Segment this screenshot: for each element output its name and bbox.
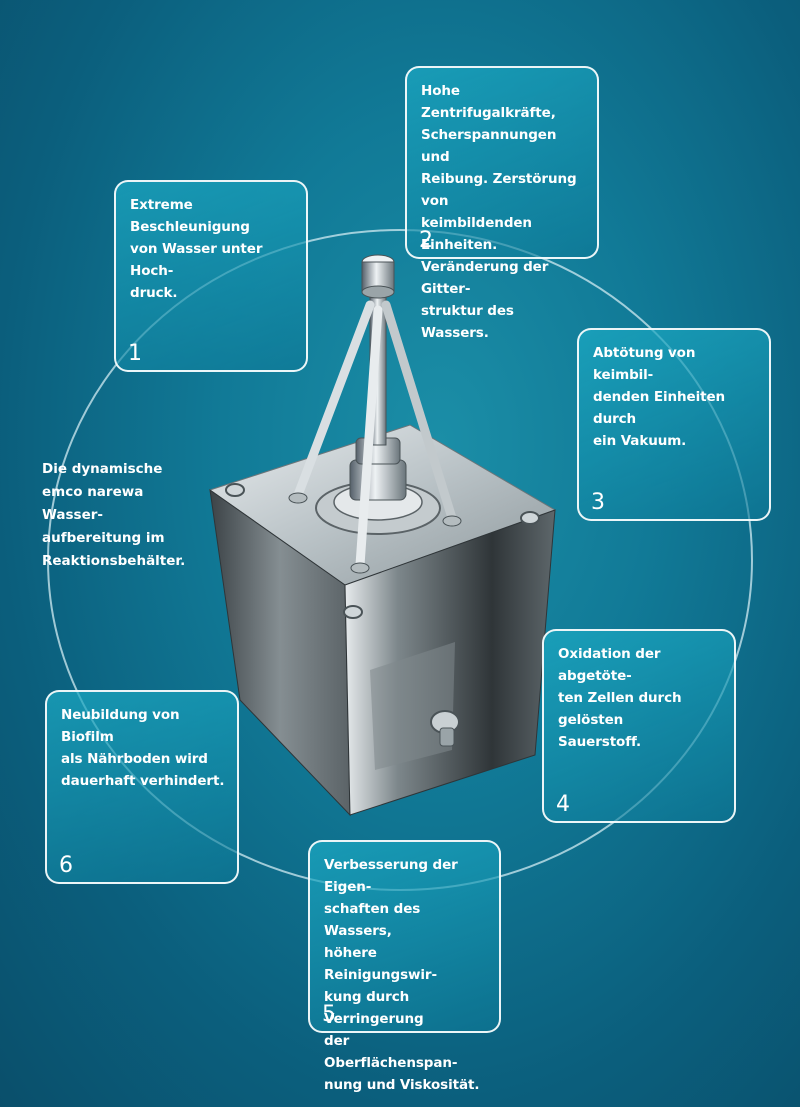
step-1-line: Extreme Beschleunigung xyxy=(130,197,250,235)
reaction-vessel-illustration xyxy=(208,254,557,817)
intro-line: Die dynamische xyxy=(42,461,163,477)
step-5-line: kung durch Verringerung xyxy=(324,989,424,1027)
step-2-line: keimbildenden Einheiten. xyxy=(421,215,532,253)
step-4-number: 4 xyxy=(556,792,570,817)
step-6-text: Neubildung von Biofilm als Nährboden wir… xyxy=(61,704,225,792)
intro-line: Reaktionsbehälter. xyxy=(42,553,186,569)
step-4-line: Sauerstoff. xyxy=(558,734,642,750)
step-2-line: Reibung. Zerstörung von xyxy=(421,171,577,209)
step-2-text: Hohe Zentrifugalkräfte, Scherspannungen … xyxy=(421,80,585,344)
step-card-2: Hohe Zentrifugalkräfte, Scherspannungen … xyxy=(405,66,599,341)
step-3-text: Abtötung von keimbil- denden Einheiten d… xyxy=(593,342,757,452)
step-6-line: Neubildung von Biofilm xyxy=(61,707,180,745)
intro-text: Die dynamische emco narewa Wasser- aufbe… xyxy=(42,458,202,573)
step-card-3: Abtötung von keimbil- denden Einheiten d… xyxy=(577,328,771,521)
step-6-number: 6 xyxy=(59,853,73,878)
intro-line: emco narewa Wasser- xyxy=(42,484,144,523)
step-4-line: Oxidation der abgetöte- xyxy=(558,646,661,684)
step-3-number: 3 xyxy=(591,490,605,515)
step-4-text: Oxidation der abgetöte- ten Zellen durch… xyxy=(558,643,722,753)
step-5-line: Verbesserung der Eigen- xyxy=(324,857,458,895)
step-1-line: druck. xyxy=(130,285,178,301)
step-5-line: nung und Viskosität. xyxy=(324,1077,480,1093)
step-5-line: höhere Reinigungswir- xyxy=(324,945,437,983)
step-card-1: Extreme Beschleunigung von Wasser unter … xyxy=(114,180,308,372)
step-2-line: Veränderung der Gitter- xyxy=(421,259,549,297)
step-5-number: 5 xyxy=(322,1002,336,1027)
step-5-line: schaften des Wassers, xyxy=(324,901,421,939)
step-3-line: Abtötung von keimbil- xyxy=(593,345,696,383)
step-card-4: Oxidation der abgetöte- ten Zellen durch… xyxy=(542,629,736,823)
step-4-line: ten Zellen durch gelösten xyxy=(558,690,682,728)
step-2-line: struktur des Wassers. xyxy=(421,303,514,341)
step-6-line: dauerhaft verhindert. xyxy=(61,773,225,789)
step-2-line: Scherspannungen und xyxy=(421,127,557,165)
step-1-line: von Wasser unter Hoch- xyxy=(130,241,263,279)
intro-line: aufbereitung im xyxy=(42,530,165,546)
step-5-line: der Oberflächenspan- xyxy=(324,1033,458,1071)
step-1-text: Extreme Beschleunigung von Wasser unter … xyxy=(130,194,294,304)
step-card-6: Neubildung von Biofilm als Nährboden wir… xyxy=(45,690,239,884)
step-3-line: ein Vakuum. xyxy=(593,433,687,449)
step-5-text: Verbesserung der Eigen- schaften des Was… xyxy=(324,854,487,1096)
step-card-5: Verbesserung der Eigen- schaften des Was… xyxy=(308,840,501,1093)
step-6-line: als Nährboden wird xyxy=(61,751,208,767)
step-2-line: Hohe Zentrifugalkräfte, xyxy=(421,83,556,121)
step-1-number: 1 xyxy=(128,341,142,366)
step-3-line: denden Einheiten durch xyxy=(593,389,726,427)
step-2-number: 2 xyxy=(419,228,433,253)
